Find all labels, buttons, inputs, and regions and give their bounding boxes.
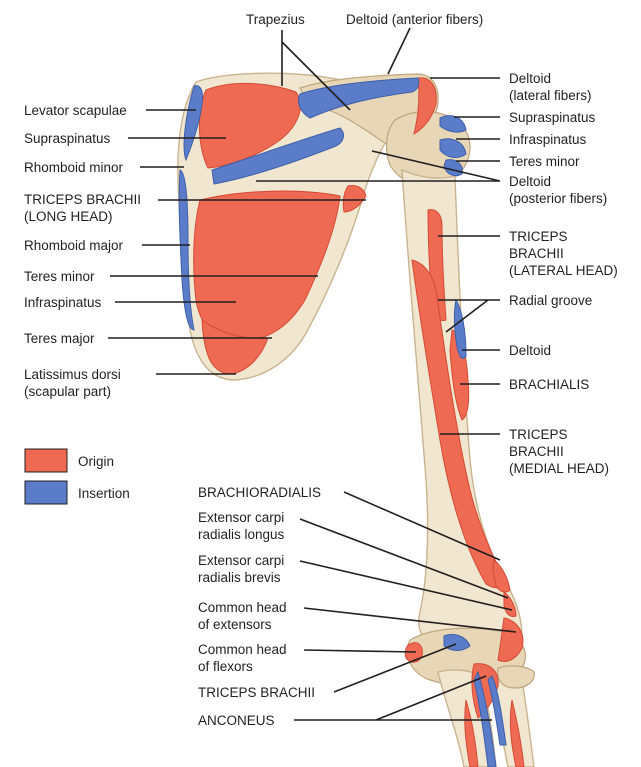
supraspinatus-origin: [199, 83, 301, 169]
leader-lines: [108, 27, 517, 721]
legend-insertion-swatch: [24, 480, 68, 505]
triceps-long-head-origin: [342, 185, 367, 213]
legend-origin-label: Origin: [78, 454, 114, 469]
label-ecrb-1: Extensor carpi: [198, 553, 284, 568]
label-latissimus-2: (scapular part): [24, 384, 111, 399]
label-rhomboid-minor: Rhomboid minor: [24, 160, 124, 175]
label-latissimus-1: Latissimus dorsi: [24, 367, 121, 382]
radius-origin-strip: [509, 699, 525, 767]
leader-common-flexors: [303, 649, 417, 653]
label-triceps-bottom: TRICEPS BRACHII: [198, 685, 315, 700]
label-anconeus: ANCONEUS: [198, 713, 275, 728]
leader-brachioradialis: [343, 491, 501, 561]
label-ecrl-2: radialis longus: [198, 527, 285, 542]
label-radial-groove: Radial groove: [509, 293, 592, 308]
leader-common-extensors: [303, 607, 517, 633]
supraspinatus-insertion: [439, 115, 467, 133]
legend-origin-swatch: [24, 448, 68, 473]
leader-ecrb: [299, 560, 513, 611]
label-trapezius: Trapezius: [246, 12, 305, 27]
leader-anconeus: [294, 675, 492, 721]
leader-trapezius: [281, 30, 351, 111]
label-deltoid-lateral-1: Deltoid: [509, 71, 551, 86]
label-deltoid-anterior: Deltoid (anterior fibers): [346, 12, 483, 27]
label-triceps-medial-1: TRICEPS: [509, 427, 568, 442]
label-infraspinatus-left: Infraspinatus: [24, 295, 102, 310]
radius-insertion-strip: [487, 675, 507, 746]
deltoid-lateral-origin: [413, 77, 437, 136]
label-supraspinatus-left: Supraspinatus: [24, 131, 111, 146]
rhomboid-insertion: [178, 169, 195, 331]
label-teres-minor-right: Teres minor: [509, 154, 580, 169]
label-deltoid-right: Deltoid: [509, 343, 551, 358]
label-supraspinatus-right: Supraspinatus: [509, 110, 596, 125]
leader-deltoid-posterior: [256, 150, 501, 182]
label-levator-scapulae: Levator scapulae: [24, 103, 127, 118]
label-rhomboid-major: Rhomboid major: [24, 238, 124, 253]
label-triceps-long-2: (LONG HEAD): [24, 209, 113, 224]
label-deltoid-posterior-2: (posterior fibers): [509, 191, 607, 206]
leader-ecrl: [299, 518, 509, 599]
leader-triceps-bottom: [333, 643, 457, 693]
brachioradialis-origin: [492, 559, 511, 593]
label-teres-minor-left: Teres minor: [24, 269, 95, 284]
label-deltoid-lateral-2: (lateral fibers): [509, 88, 592, 103]
deltoid-insertion: [454, 298, 467, 359]
labels: Trapezius Deltoid (anterior fibers) Leva…: [24, 12, 618, 728]
label-common-flexors-1: Common head: [198, 642, 287, 657]
radial-head: [497, 665, 535, 689]
label-infraspinatus-right: Infraspinatus: [509, 132, 587, 147]
scapular-spine-insertion: [211, 127, 344, 185]
origin-regions: [193, 77, 525, 767]
label-ecrb-2: radialis brevis: [198, 570, 281, 585]
label-common-extensors-1: Common head: [198, 600, 287, 615]
infraspinatus-origin: [193, 190, 341, 343]
label-triceps-long-1: TRICEPS BRACHII: [24, 192, 141, 207]
label-brachioradialis: BRACHIORADIALIS: [198, 485, 321, 500]
label-triceps-lateral-1: TRICEPS: [509, 229, 568, 244]
label-brachialis: BRACHIALIS: [509, 377, 589, 392]
label-deltoid-posterior-1: Deltoid: [509, 174, 551, 189]
label-common-extensors-2: of extensors: [198, 617, 272, 632]
teres-major-origin: [201, 318, 269, 375]
label-common-flexors-2: of flexors: [198, 659, 253, 674]
infraspinatus-insertion: [439, 138, 467, 158]
label-triceps-medial-3: (MEDIAL HEAD): [509, 461, 609, 476]
label-triceps-medial-2: BRACHII: [509, 444, 564, 459]
legend-insertion-label: Insertion: [78, 486, 130, 501]
leader-radial-groove: [438, 299, 500, 333]
levator-insertion: [183, 85, 203, 162]
insertion-regions: [178, 77, 507, 767]
legend: Origin Insertion: [24, 448, 130, 505]
common-extensors-origin: [497, 617, 524, 662]
leader-deltoid-anterior: [387, 27, 411, 75]
label-teres-major: Teres major: [24, 331, 95, 346]
label-triceps-lateral-3: (LATERAL HEAD): [509, 263, 618, 278]
label-ecrl-1: Extensor carpi: [198, 510, 284, 525]
label-triceps-lateral-2: BRACHII: [509, 246, 564, 261]
